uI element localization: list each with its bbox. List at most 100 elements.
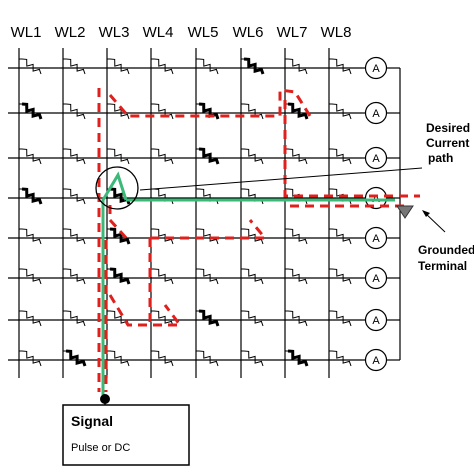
memristor-low-resistance — [21, 102, 43, 120]
ammeter-symbol: A — [372, 355, 380, 367]
memristor-cell — [21, 350, 42, 367]
wl3-label: WL3 — [99, 24, 130, 41]
memristor-cell — [331, 58, 352, 75]
wl7-label: WL7 — [277, 24, 308, 41]
desired-path-pointer — [139, 167, 423, 191]
desired-label-2: Current — [426, 136, 469, 150]
ammeter-symbol: A — [372, 315, 380, 327]
sneak-paths — [97, 88, 420, 392]
ammeter-icon — [364, 226, 388, 250]
memristor-cell — [198, 188, 219, 205]
memristor-low-resistance — [198, 309, 220, 327]
memristor-cell — [65, 148, 86, 165]
memristor-cell — [287, 228, 308, 245]
memristor-cell — [243, 350, 264, 367]
memristor-low-resistance — [21, 187, 43, 205]
sneak-path-left-mid — [108, 205, 130, 242]
wl5-label: WL5 — [188, 24, 219, 41]
signal-title: Signal — [71, 413, 113, 429]
memristor-cell — [153, 268, 174, 285]
grounded-label-2: Terminal — [418, 259, 467, 273]
desired-current-path — [101, 171, 395, 395]
ground-pointer-arrowhead — [422, 210, 430, 217]
memristor-cell — [21, 148, 42, 165]
memristor-cell — [331, 103, 352, 120]
memristor-cell — [153, 188, 174, 205]
memristor-low-resistance — [287, 349, 309, 367]
memristor-cell — [287, 268, 308, 285]
memristor-cell — [21, 268, 42, 285]
wl8-label: WL8 — [321, 24, 352, 41]
memristor-cell — [153, 148, 174, 165]
memristor-cell — [243, 188, 264, 205]
memristor-cell — [331, 268, 352, 285]
wordline-labels: WL1 WL2 WL3 WL4 WL5 WL6 WL7 WL8 — [11, 24, 352, 41]
memristor-cell — [331, 228, 352, 245]
memristor-low-resistance — [65, 349, 87, 367]
memristor-cell — [287, 310, 308, 327]
selected-cell-marker — [95, 166, 139, 210]
ground-terminal-icon — [396, 205, 414, 219]
memristor-cell — [109, 58, 130, 75]
memristor-cell — [153, 58, 174, 75]
memristor-cell — [243, 148, 264, 165]
memristor-cell — [65, 228, 86, 245]
memristor-cell — [65, 188, 86, 205]
ammeter-icon — [364, 348, 388, 372]
memristor-cell — [21, 58, 42, 75]
memristor-cell — [109, 103, 130, 120]
memristor-cell — [65, 310, 86, 327]
ammeter-icon — [364, 146, 388, 170]
memristor-cell — [65, 58, 86, 75]
memristor-cell — [198, 58, 219, 75]
memristor-cell — [243, 268, 264, 285]
memristor-cell — [331, 310, 352, 327]
memristor-cell — [243, 310, 264, 327]
memristor-low-resistance — [198, 147, 220, 165]
sneak-path-inner-box — [148, 219, 269, 325]
desired-label-3: path — [428, 151, 453, 165]
ammeter-symbol: A — [372, 63, 380, 75]
wl4-label: WL4 — [143, 24, 174, 41]
wl2-label: WL2 — [55, 24, 86, 41]
sneak-path-right-upper — [283, 100, 420, 198]
memristor-cell — [21, 228, 42, 245]
ammeter-icon — [364, 308, 388, 332]
memristor-cell — [109, 148, 130, 165]
memristor-cell — [198, 268, 219, 285]
ammeter-icon — [364, 56, 388, 80]
memristor-cell — [331, 350, 352, 367]
ammeter-symbol: A — [372, 108, 380, 120]
memristor-low-resistance — [287, 102, 309, 120]
memristor-low-resistance — [109, 267, 131, 285]
signal-subtitle: Pulse or DC — [71, 442, 130, 454]
ammeter-symbol: A — [372, 273, 380, 285]
memristor-cell — [287, 58, 308, 75]
memristor-low-resistance — [198, 102, 220, 120]
sneak-path-left-low — [108, 294, 183, 327]
ammeter-symbol: A — [372, 153, 380, 165]
memristor-cell — [198, 350, 219, 367]
ammeter-symbol: A — [372, 233, 380, 245]
memristor-cell — [153, 103, 174, 120]
memristor-cell — [153, 310, 174, 327]
wl1-label: WL1 — [11, 24, 42, 41]
ammeter-icon — [364, 186, 388, 210]
memristor-cell — [65, 268, 86, 285]
ammeter-icon — [364, 266, 388, 290]
desired-path-vertical — [101, 171, 128, 395]
memristor-cell — [243, 103, 264, 120]
sneak-path-top-branch — [108, 88, 312, 118]
memristor-cell — [287, 148, 308, 165]
memristor-low-resistance — [243, 57, 265, 75]
memristor-cell — [109, 350, 130, 367]
desired-label-1: Desired — [426, 121, 470, 135]
ammeter-icon — [364, 101, 388, 125]
grounded-label-1: Grounded — [418, 243, 474, 257]
memristor-cell — [153, 350, 174, 367]
memristor-cell — [331, 148, 352, 165]
signal-box — [62, 404, 190, 466]
wl6-label: WL6 — [233, 24, 264, 41]
